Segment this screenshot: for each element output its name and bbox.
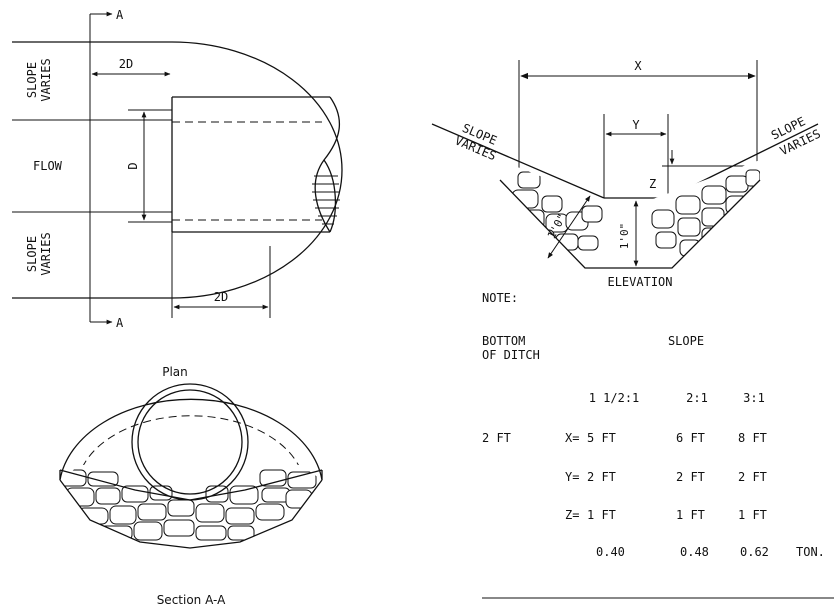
row-label-x: X=: [565, 431, 579, 445]
dim-x-label: X: [634, 59, 642, 73]
dim-z-label: Z: [649, 177, 656, 191]
cell-y-2: 2 FT: [676, 470, 705, 484]
slope-varies-top-2: VARIES: [39, 58, 53, 101]
section-stone-fill: [60, 440, 322, 548]
pipe: [171, 96, 340, 233]
cell-tons-1: 0.40: [596, 545, 625, 559]
cell-z-1: 1 FT: [587, 508, 616, 522]
dim-2d-bottom-label: 2D: [214, 290, 228, 304]
section-a-a-view: Section A-A: [59, 383, 323, 607]
cell-y-3: 2 FT: [738, 470, 767, 484]
ground-line-left: [431, 123, 605, 199]
section-outer-arc: [59, 398, 323, 481]
section-pipe-outer: [131, 383, 249, 501]
section-mark-top: A: [116, 8, 124, 22]
slope-header-label: SLOPE: [668, 334, 704, 348]
dim-thickness-left: [547, 195, 591, 259]
dim-2d-top-label: 2D: [119, 57, 133, 71]
apron-outline: [12, 41, 343, 299]
note-title: NOTE:: [482, 291, 518, 305]
note-table: NOTE: BOTTOM OF DITCH SLOPE 1 1/2:1 2:1 …: [482, 291, 834, 599]
elevation-view: X Y Z: [431, 59, 823, 289]
plan-view: A A: [12, 8, 343, 379]
slope-header-3: 3:1: [743, 391, 765, 405]
slope-varies-bottom-1: SLOPE: [25, 236, 39, 272]
plan-caption: Plan: [162, 365, 188, 379]
cell-y-1: 2 FT: [587, 470, 616, 484]
cell-z-2: 1 FT: [676, 508, 705, 522]
cell-tons-3: 0.62: [740, 545, 769, 559]
slope-header-1: 1 1/2:1: [589, 391, 640, 405]
table-row: Y= 2 FT 2 FT 2 FT: [565, 470, 767, 484]
elevation-body-outline: [499, 179, 761, 269]
row-label-y: Y=: [565, 470, 579, 484]
table-row: 0.40 0.48 0.62 TON.: [596, 545, 825, 559]
cell-z-3: 1 FT: [738, 508, 767, 522]
section-ditch-outline: [59, 479, 323, 549]
cell-x-2: 6 FT: [676, 431, 705, 445]
dim-d-label: D: [126, 162, 140, 169]
slope-header-2: 2:1: [686, 391, 708, 405]
cell-x-3: 8 FT: [738, 431, 767, 445]
thickness-center-label: 1'0": [618, 223, 631, 250]
bottom-label-2: OF DITCH: [482, 348, 540, 362]
section-caption: Section A-A: [157, 593, 226, 607]
flow-label: FLOW: [33, 159, 63, 173]
dim-y-label: Y: [632, 118, 640, 132]
tons-unit: TON.: [796, 545, 825, 559]
elevation-caption: ELEVATION: [607, 275, 672, 289]
table-row: X= 5 FT 6 FT 8 FT: [565, 431, 767, 445]
row-label-z: Z=: [565, 508, 579, 522]
cell-tons-2: 0.48: [680, 545, 709, 559]
slope-varies-top-1: SLOPE: [25, 62, 39, 98]
pipe-break-hatch: [312, 175, 340, 225]
bottom-label-1: BOTTOM: [482, 334, 525, 348]
slope-varies-bottom-2: VARIES: [39, 232, 53, 275]
section-mark-bottom: A: [116, 316, 124, 330]
table-row: Z= 1 FT 1 FT 1 FT: [565, 508, 767, 522]
cell-x-1: 5 FT: [587, 431, 616, 445]
section-pipe-inner: [137, 389, 243, 495]
bottom-width-value: 2 FT: [482, 431, 511, 445]
